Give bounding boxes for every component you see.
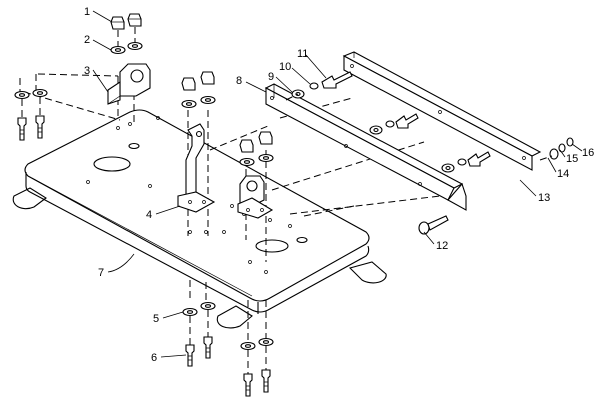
lock-washer (385, 120, 395, 128)
callout-6: 6 (151, 352, 157, 364)
pivot-bracket (237, 175, 274, 219)
washer (441, 163, 455, 173)
washer (14, 90, 30, 100)
callout-7: 7 (98, 267, 104, 279)
washer (127, 41, 143, 51)
callout-10: 10 (279, 61, 291, 73)
plate-cutout-hole (93, 156, 131, 172)
bolt (321, 71, 353, 89)
callout-3: 3 (84, 65, 90, 77)
strip-plate (342, 51, 542, 171)
bolt (467, 151, 491, 167)
bolt (35, 115, 45, 139)
lock-washer (457, 158, 467, 166)
callout-1: 1 (84, 6, 90, 18)
nut (127, 13, 142, 27)
angled-bracket (177, 123, 216, 213)
washer (182, 307, 198, 317)
callout-2: 2 (84, 34, 90, 46)
bolt (17, 117, 27, 141)
nut (181, 77, 196, 91)
washer (258, 153, 274, 163)
callout-labels: 1 2 3 4 5 6 7 8 9 10 11 12 13 14 15 16 (84, 6, 594, 364)
bolt (243, 373, 253, 397)
washer (258, 337, 274, 347)
nut (110, 16, 125, 30)
bolt (261, 369, 271, 393)
bolt (395, 113, 419, 129)
washer (110, 45, 126, 55)
channel-rail (264, 83, 467, 211)
washer (239, 157, 255, 167)
bolt (185, 344, 195, 367)
washer (240, 341, 256, 351)
callout-14: 14 (557, 168, 569, 180)
lock-washer (558, 143, 566, 153)
callout-11: 11 (297, 48, 308, 60)
callout-16: 16 (582, 147, 594, 159)
callout-4: 4 (146, 209, 152, 221)
washer (369, 125, 383, 135)
bolt (203, 336, 213, 359)
washer (200, 95, 216, 105)
callout-12: 12 (436, 240, 448, 252)
callout-15: 15 (566, 153, 578, 165)
washer (200, 301, 216, 311)
nut (258, 131, 273, 145)
nut (200, 71, 215, 85)
nut (239, 139, 254, 153)
callout-8: 8 (236, 75, 242, 87)
pivot-bracket (107, 63, 151, 105)
callout-9: 9 (268, 71, 274, 83)
washer (549, 148, 559, 160)
carriage-bolt (418, 215, 449, 235)
callout-5: 5 (153, 313, 159, 325)
assembly-guide-lines (19, 73, 441, 340)
washer (181, 99, 197, 109)
nut (566, 137, 574, 147)
leader-lines (92, 10, 583, 358)
washer (32, 88, 48, 98)
callout-13: 13 (538, 192, 550, 204)
lock-washer (309, 82, 319, 90)
